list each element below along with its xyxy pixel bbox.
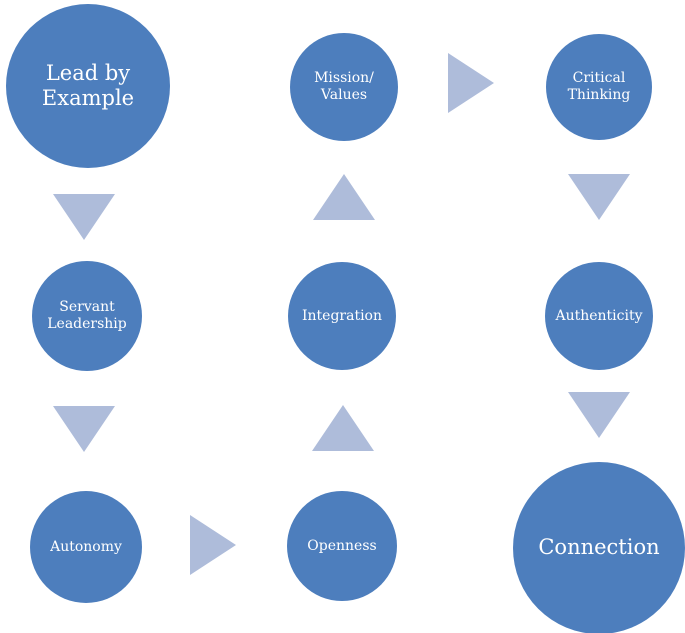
right-arrow-icon <box>190 515 236 575</box>
node-servant-leadership: Servant Leadership <box>32 261 142 371</box>
node-label: Authenticity <box>555 307 643 324</box>
down-arrow-icon <box>53 194 115 240</box>
up-arrow-icon <box>313 174 375 220</box>
node-label: Integration <box>301 307 382 324</box>
node-label: Lead by Example <box>41 60 135 110</box>
node-lead-by-example: Lead by Example <box>6 4 170 168</box>
down-arrow-icon <box>568 392 630 438</box>
node-mission-values: Mission/ Values <box>290 33 398 141</box>
node-label: Servant Leadership <box>47 299 127 332</box>
node-integration: Integration <box>288 262 396 370</box>
node-critical-thinking: Critical Thinking <box>546 34 652 140</box>
up-arrow-icon <box>312 405 374 451</box>
node-autonomy: Autonomy <box>30 491 142 603</box>
node-label: Openness <box>307 537 377 554</box>
node-label: Autonomy <box>50 538 122 555</box>
node-label: Critical Thinking <box>567 70 631 103</box>
node-label: Mission/ Values <box>314 70 374 103</box>
node-connection: Connection <box>513 462 685 633</box>
right-arrow-icon <box>448 53 494 113</box>
node-openness: Openness <box>287 491 397 601</box>
down-arrow-icon <box>53 406 115 452</box>
node-authenticity: Authenticity <box>545 262 653 370</box>
down-arrow-icon <box>568 174 630 220</box>
node-label: Connection <box>538 535 660 560</box>
